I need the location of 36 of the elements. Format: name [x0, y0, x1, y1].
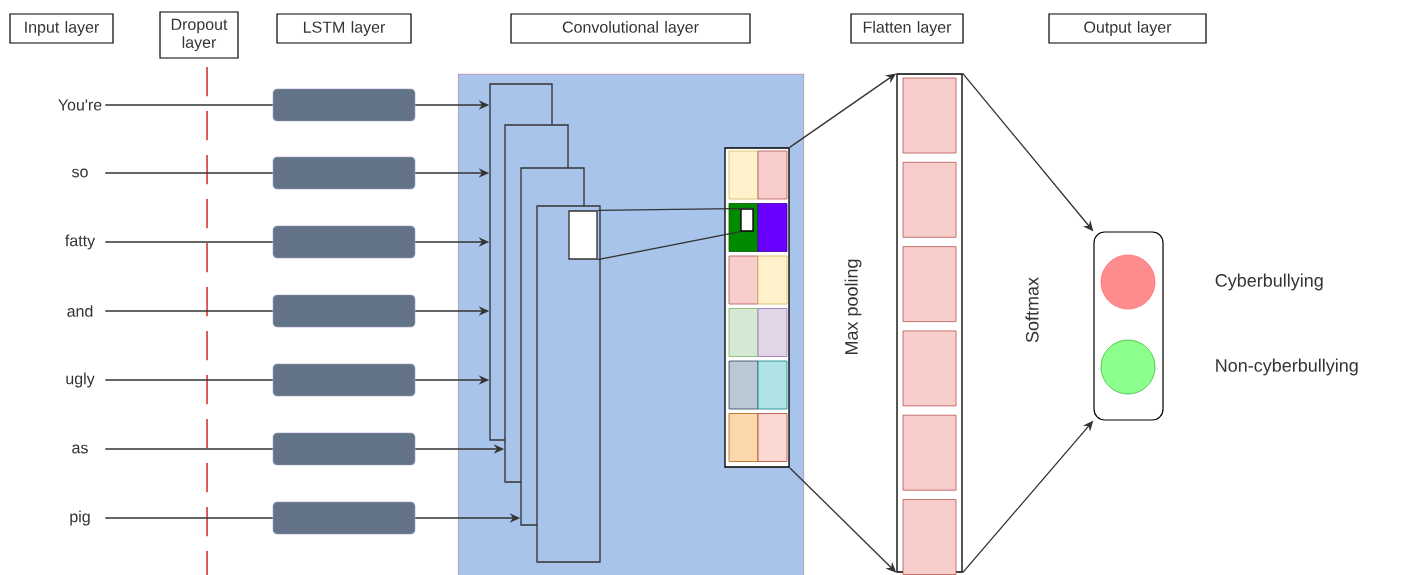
lstm-cell-box: [272, 225, 416, 259]
header-box: Input layer: [9, 13, 114, 44]
rotated-label: Max pooling: [844, 259, 862, 355]
lstm-cell-box: [272, 432, 416, 466]
connector-line: [104, 104, 274, 106]
connector-line: [104, 172, 274, 174]
connector-line: [104, 310, 274, 312]
word-text: pig: [70, 510, 90, 526]
connector-line: [104, 448, 274, 450]
word-text: so: [72, 168, 88, 178]
lstm-cell-box: [272, 88, 416, 122]
header-box: Output layer: [1048, 13, 1207, 44]
header-box: Convolutional layer: [510, 13, 751, 44]
lstm-cell-box: [272, 501, 416, 535]
class-label: Non-cyberbullying: [1216, 358, 1358, 376]
rotated-label: Softmax: [1025, 277, 1039, 343]
header-box: Dropout layer: [159, 11, 239, 59]
word-text: as: [72, 444, 88, 454]
header-box: LSTM layer: [276, 13, 412, 44]
lstm-cell-box: [272, 363, 416, 397]
connector-line: [104, 517, 274, 519]
projection-line: [597, 231, 741, 261]
connector-line: [104, 379, 274, 381]
header-box: Flatten layer: [850, 13, 964, 44]
word-text: and: [67, 305, 93, 317]
connector-line: [104, 241, 274, 243]
lstm-cell-box: [272, 156, 416, 190]
pooled-window: [740, 208, 754, 232]
lstm-cell-box: [272, 294, 416, 328]
word-text: ugly: [66, 372, 95, 388]
word-text: You're: [58, 99, 102, 111]
class-label: Cyberbullying: [1215, 273, 1323, 291]
filter-window: [568, 210, 598, 260]
projection-line: [597, 207, 755, 211]
feature-map: [536, 205, 601, 563]
word-text: fatty: [65, 234, 96, 250]
